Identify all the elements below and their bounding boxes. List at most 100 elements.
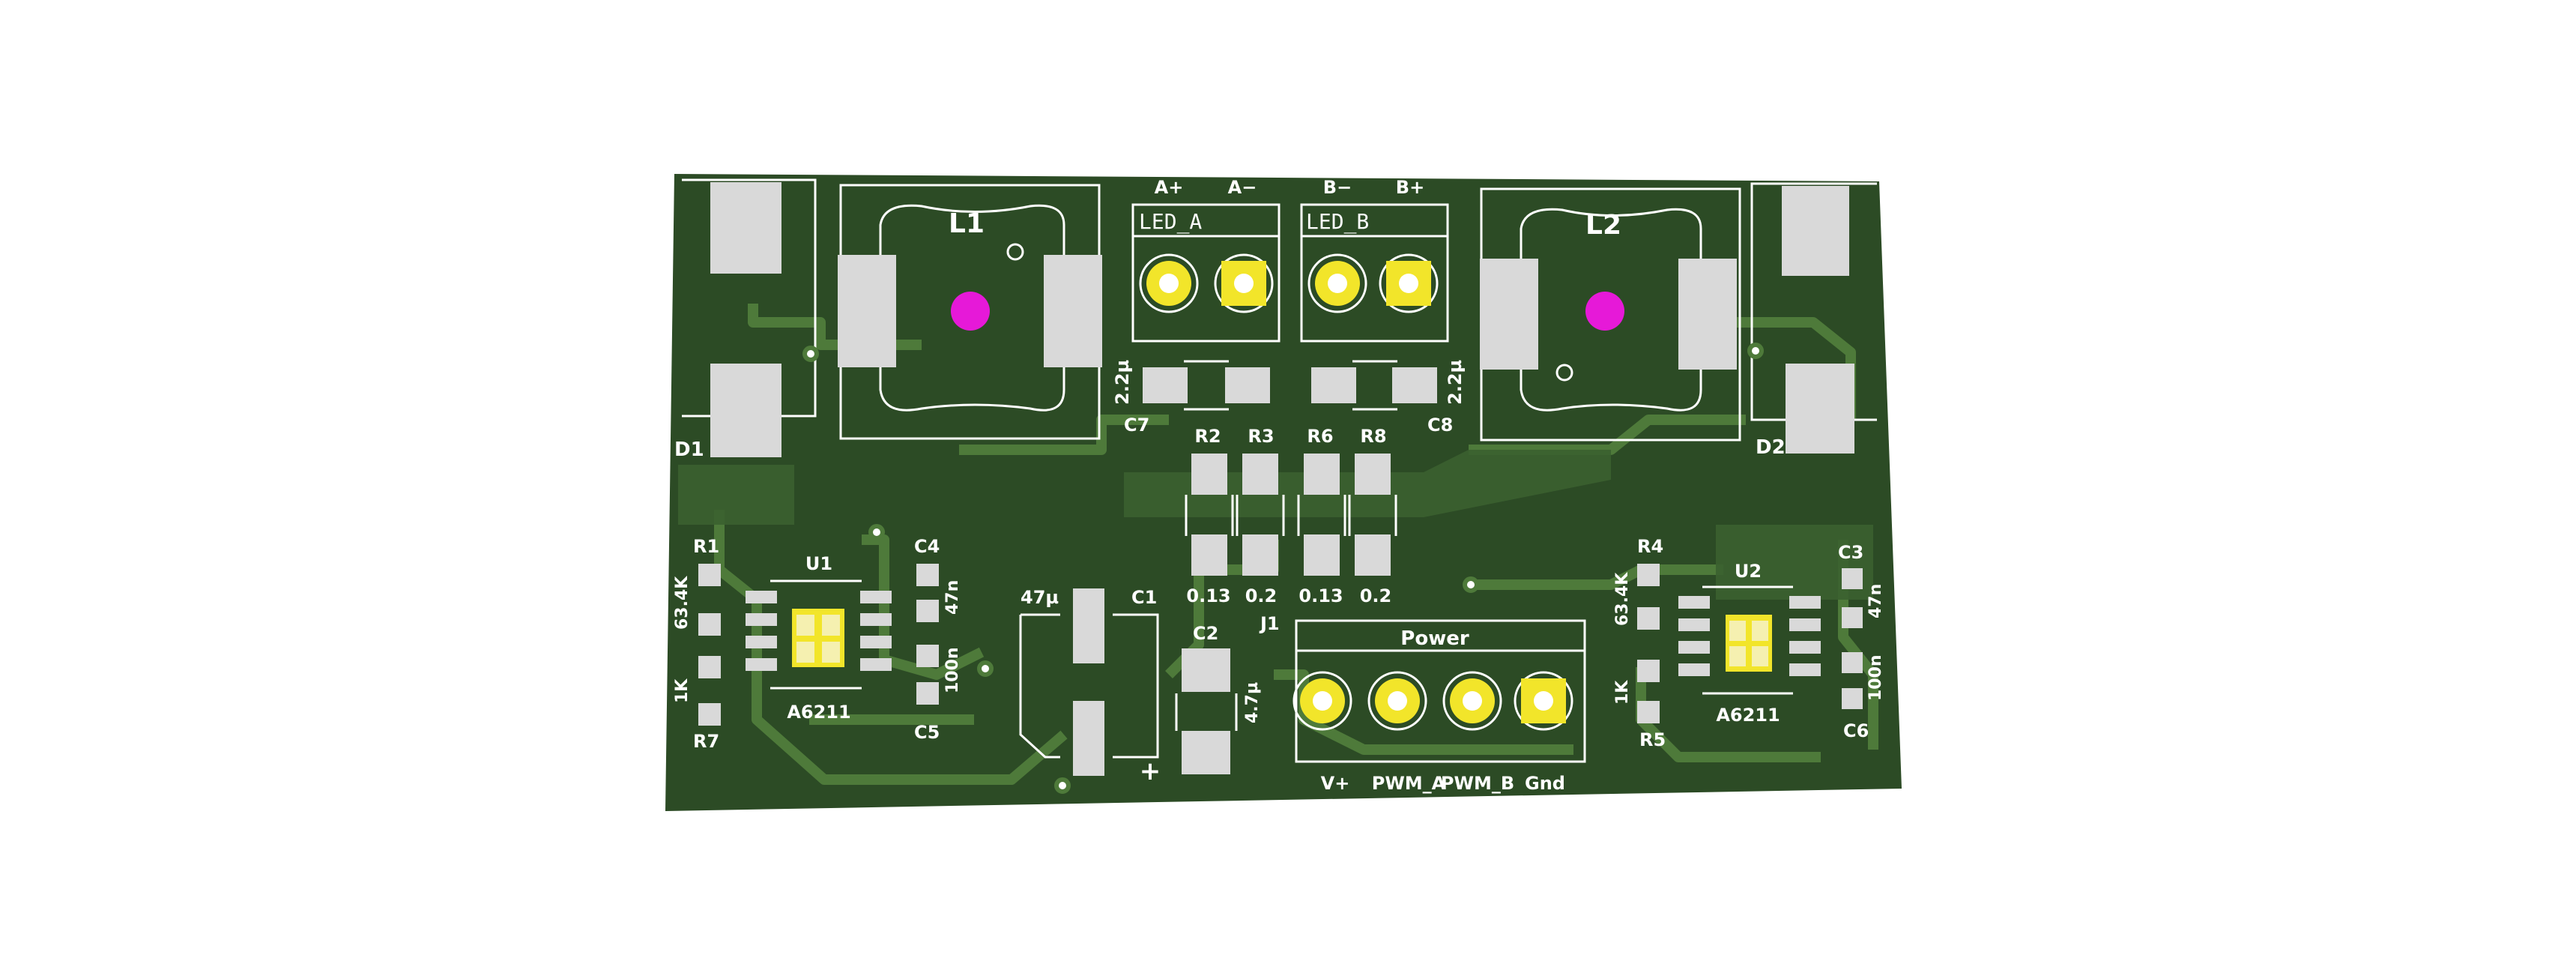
led-a-title: LED_A — [1139, 209, 1202, 235]
resistor-r7-ref: R7 — [693, 731, 719, 752]
capacitor-c3: C3 47n — [1838, 542, 1885, 628]
power-pin-label-pwm-a: PWM_A — [1372, 773, 1446, 794]
capacitor-c6-ref: C6 — [1843, 720, 1869, 741]
inductor-l1-body — [879, 204, 1065, 412]
resistor-r7-value: 1K — [673, 678, 692, 703]
led-b-pad-1 — [1307, 253, 1367, 313]
sense-resistor-r8: R8 0.2 — [1348, 426, 1397, 606]
resistor-r2-ref: R2 — [1194, 426, 1221, 447]
driver-u2: U2 A6211 — [1678, 561, 1821, 726]
inductor-l2-pin1-mark — [1555, 364, 1573, 382]
resistor-r5-value: 1K — [1613, 680, 1632, 705]
led-b-pad-2 — [1379, 253, 1439, 313]
vias — [802, 343, 1764, 794]
diode-d2: D2 — [1750, 182, 1877, 459]
power-connector-title: Power — [1400, 627, 1469, 650]
capacitor-c5-ref: C5 — [914, 722, 940, 743]
inductor-l1-hole — [951, 292, 990, 331]
inductor-l2-pad-left — [1480, 259, 1538, 370]
capacitor-c3-value: 47n — [1866, 584, 1885, 618]
power-pin-label-pwm-b: PWM_B — [1441, 773, 1514, 794]
led-a-pad-2 — [1214, 253, 1274, 313]
inductor-l1-pad-right — [1044, 255, 1102, 367]
resistor-r1: R1 63.4K — [673, 536, 721, 636]
led-a-pin-label-plus: A+ — [1155, 177, 1184, 198]
inductor-l2: L2 — [1480, 187, 1741, 442]
diode-d2-pad-top — [1782, 186, 1849, 276]
inductor-l1: L1 — [838, 184, 1102, 440]
diode-d1-pad-bottom — [710, 364, 781, 457]
capacitor-c2: C2 4.7µ — [1175, 623, 1262, 774]
inductor-l2-label: L2 — [1585, 210, 1621, 241]
inductor-l1-pad-left — [838, 255, 896, 367]
sense-resistor-r3: R3 0.2 — [1236, 426, 1285, 606]
led-a-outline — [1131, 203, 1281, 343]
resistor-r4-ref: R4 — [1637, 536, 1663, 557]
capacitor-c7: 2.2µ C7 — [1112, 360, 1270, 436]
inductor-l2-pad-right — [1678, 259, 1737, 370]
led-b-title: LED_B — [1306, 209, 1369, 235]
resistor-r6-ref: R6 — [1307, 426, 1333, 447]
resistor-r8-value: 0.2 — [1360, 585, 1392, 606]
capacitor-c2-value: 4.7µ — [1243, 682, 1262, 723]
resistor-r7: 1K R7 — [673, 656, 721, 752]
driver-u1-ref: U1 — [805, 553, 832, 574]
power-pin-label-gnd: Gnd — [1525, 773, 1565, 794]
capacitor-c7-value: 2.2µ — [1112, 360, 1133, 405]
resistor-r5: 1K R5 — [1613, 660, 1666, 750]
capacitor-c5: 100n C5 — [914, 645, 962, 743]
capacitor-c1: 47µ C1 + — [1019, 587, 1161, 786]
resistor-r8-ref: R8 — [1360, 426, 1386, 447]
inductor-l2-hole — [1585, 292, 1624, 331]
capacitor-c1-ref: C1 — [1131, 587, 1157, 608]
diode-d1-pad-top — [710, 182, 781, 274]
diode-d1-label: D1 — [674, 439, 704, 461]
inductor-l1-pin1-mark — [1006, 243, 1024, 261]
power-pad-pwm-b — [1442, 671, 1502, 731]
power-pin-label-vplus: V+ — [1321, 773, 1350, 794]
capacitor-c8-ref: C8 — [1427, 415, 1453, 436]
resistor-r5-ref: R5 — [1639, 729, 1666, 750]
capacitor-c4-value: 47n — [943, 580, 962, 615]
power-pad-vplus — [1292, 671, 1352, 731]
driver-u2-part: A6211 — [1716, 705, 1780, 726]
resistor-r1-ref: R1 — [693, 536, 719, 557]
resistor-r3-value: 0.2 — [1245, 585, 1278, 606]
capacitor-c2-ref: C2 — [1193, 623, 1218, 644]
resistor-r4: R4 63.4K — [1613, 536, 1663, 630]
capacitor-c8-value: 2.2µ — [1445, 360, 1466, 405]
capacitor-c6-value: 100n — [1866, 654, 1885, 701]
capacitor-c3-ref: C3 — [1838, 542, 1863, 563]
driver-u1: U1 A6211 — [746, 553, 892, 723]
led-a-pin-label-minus: A− — [1228, 177, 1257, 198]
connector-power-j1: J1 Power V+ PWM_A PWM_B Gnd — [1259, 613, 1586, 794]
capacitor-c4-ref: C4 — [914, 536, 940, 557]
capacitor-c7-ref: C7 — [1124, 415, 1149, 436]
diode-d1: D1 — [674, 178, 817, 461]
diode-d2-label: D2 — [1756, 436, 1786, 459]
capacitor-c6: 100n C6 — [1842, 652, 1885, 741]
resistor-r6-value: 0.13 — [1298, 585, 1343, 606]
resistor-r3-ref: R3 — [1248, 426, 1274, 447]
inductor-l2-body — [1520, 208, 1702, 412]
power-connector-ref: J1 — [1259, 613, 1280, 634]
power-pad-pwm-a — [1367, 671, 1427, 731]
connector-led-b: B− B+ LED_B — [1300, 177, 1449, 343]
sense-resistor-r6: R6 0.13 — [1297, 426, 1346, 606]
led-a-pad-1 — [1139, 253, 1199, 313]
resistor-r1-value: 63.4K — [673, 576, 692, 630]
capacitor-c4: C4 47n — [914, 536, 962, 622]
led-b-outline — [1300, 203, 1449, 343]
led-b-pin-label-minus: B− — [1323, 177, 1352, 198]
capacitor-c1-value: 47µ — [1021, 587, 1059, 608]
capacitor-c5-value: 100n — [943, 647, 962, 693]
capacitor-c8: 2.2µ C8 — [1311, 360, 1466, 436]
sense-resistor-r2: R2 0.13 — [1185, 426, 1234, 606]
driver-u1-part: A6211 — [787, 702, 850, 723]
diode-d2-pad-bottom — [1786, 364, 1854, 454]
inductor-l1-label: L1 — [949, 208, 985, 239]
resistor-r2-value: 0.13 — [1186, 585, 1230, 606]
power-pad-gnd — [1514, 671, 1573, 731]
resistor-r4-value: 63.4K — [1613, 572, 1632, 626]
